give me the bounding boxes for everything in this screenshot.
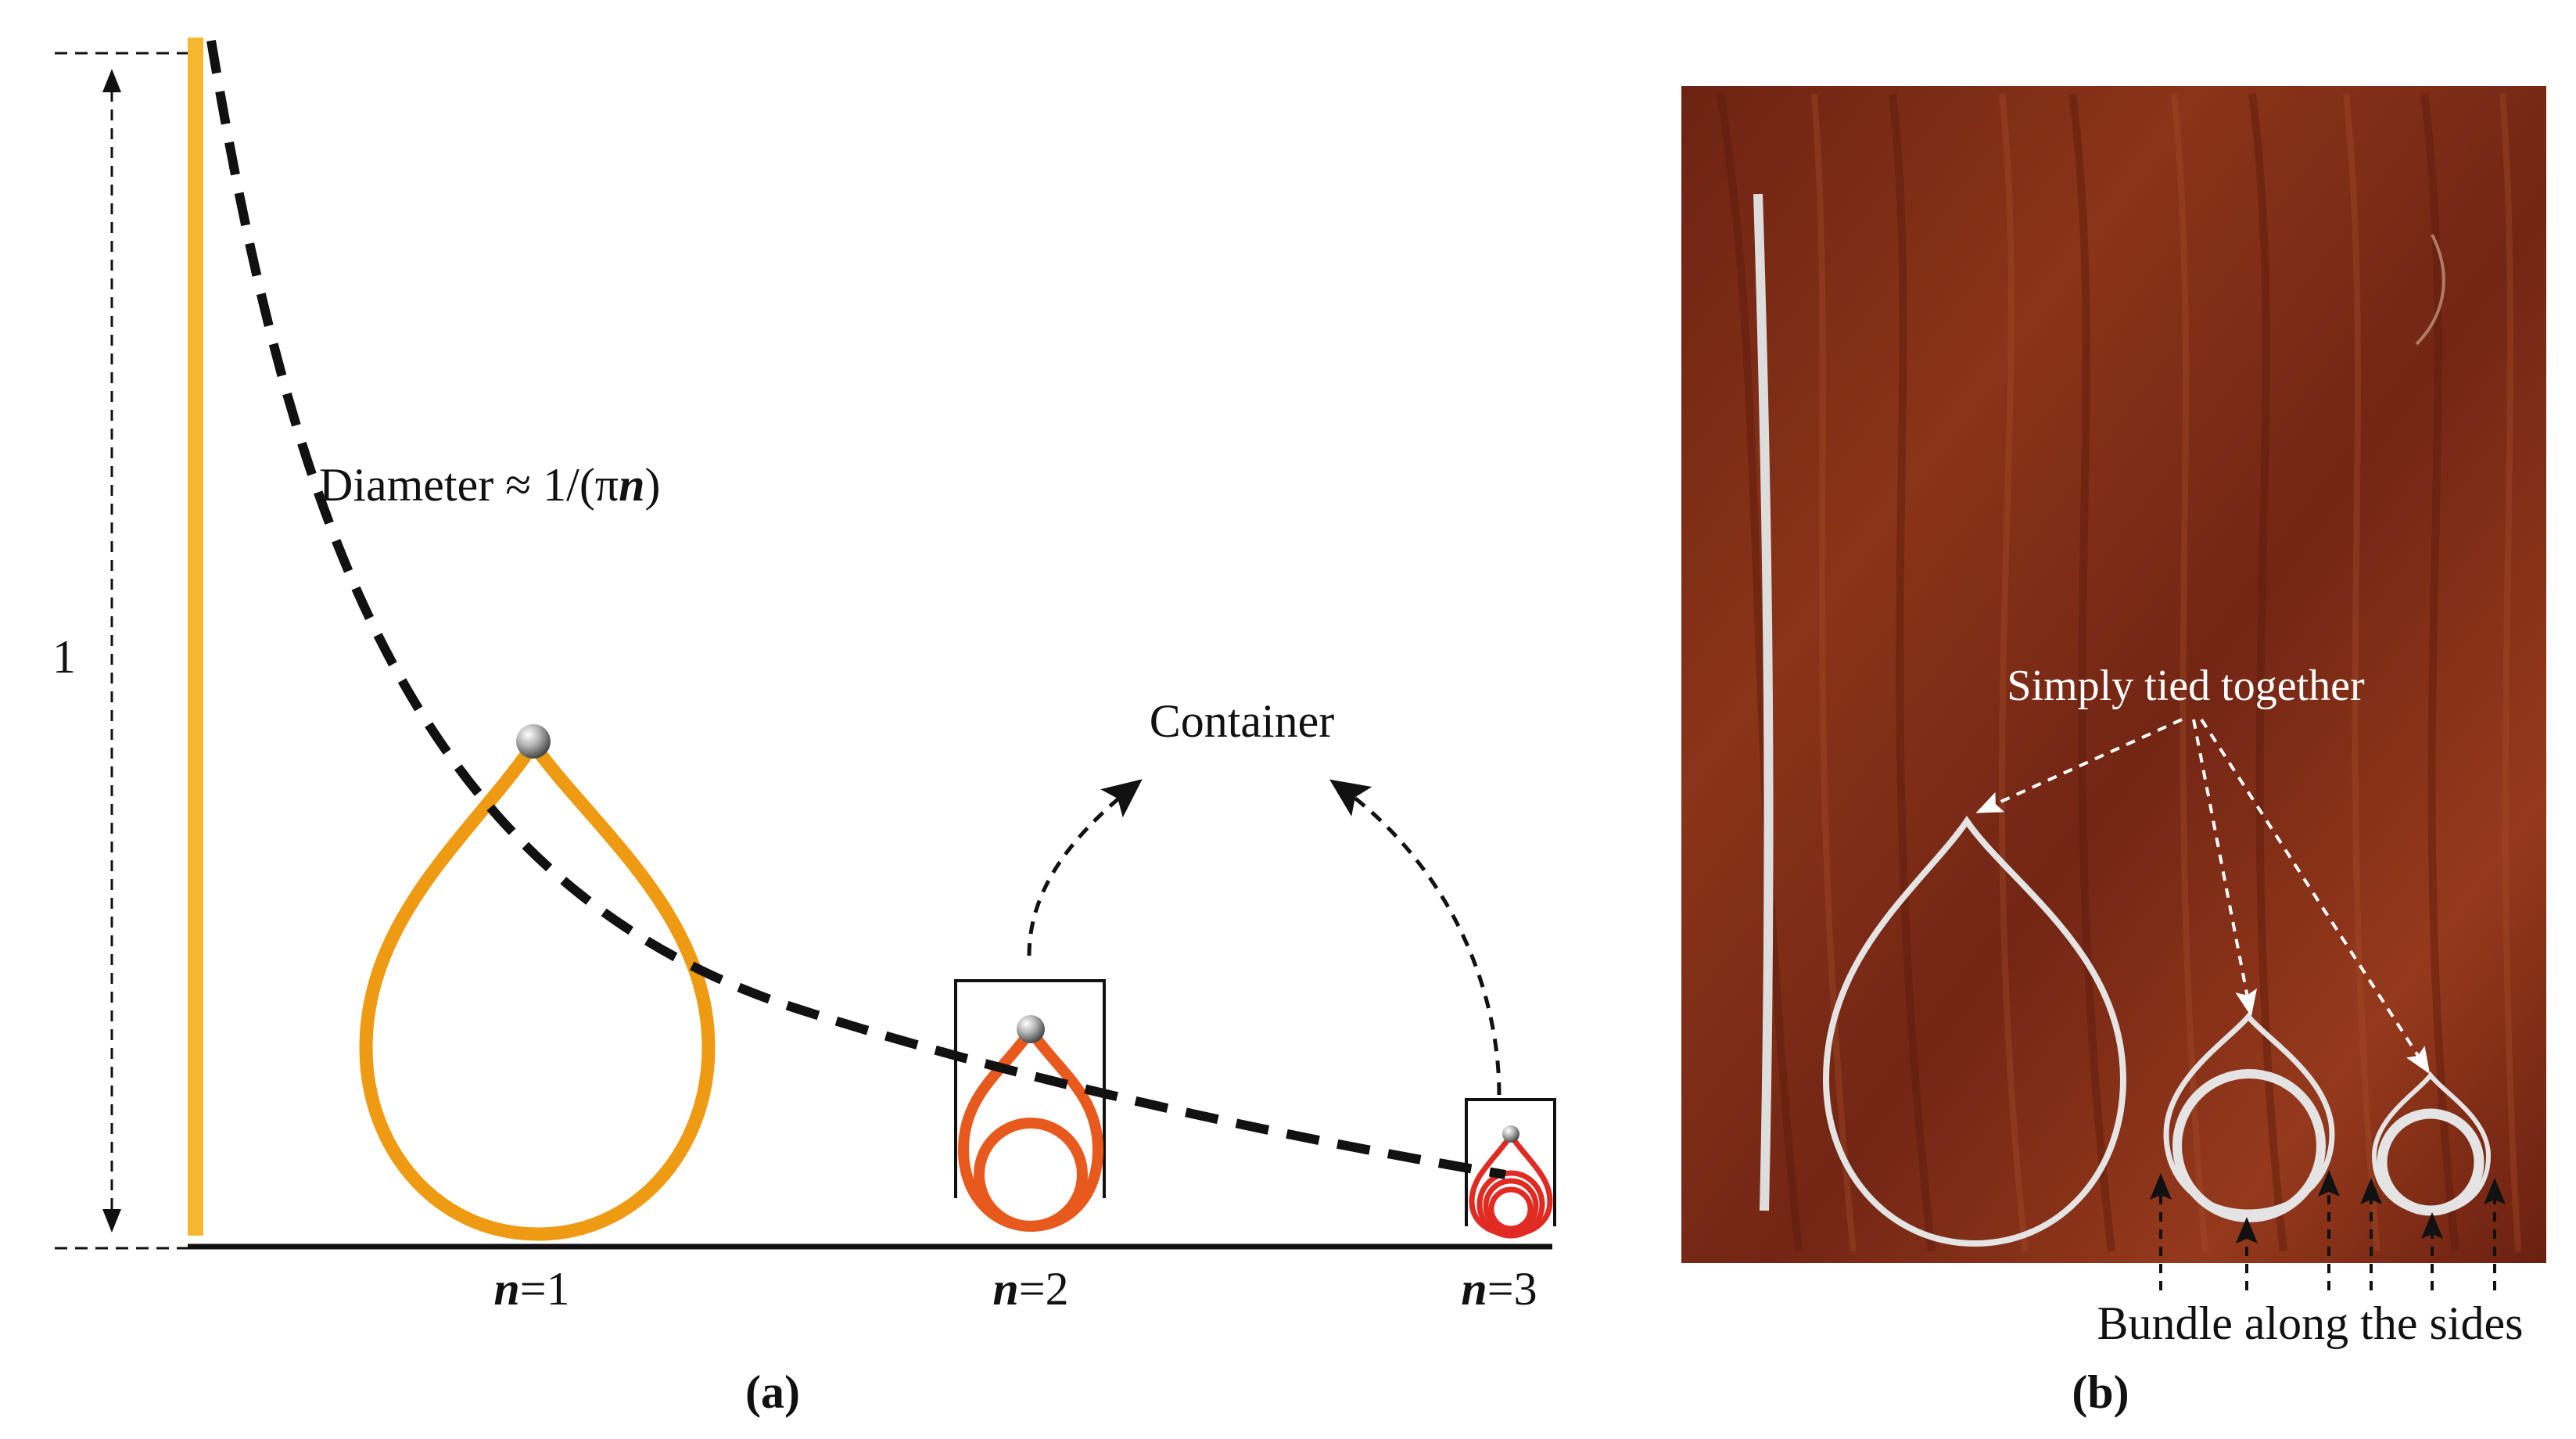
photo-loop-large	[1822, 815, 2127, 1247]
loop-n3	[1469, 1130, 1553, 1239]
height-arrow-down-icon	[102, 1209, 121, 1233]
diameter-trend-curve	[206, 40, 1507, 1179]
bundle-label: Bundle along the sides	[2097, 1297, 2524, 1349]
wood-grain	[1717, 93, 2459, 1252]
knot-n2	[1017, 1015, 1045, 1043]
tied-label: Simply tied together	[2007, 662, 2365, 710]
caption-b: (b)	[2072, 1366, 2129, 1418]
n3-label: n=3	[1461, 1263, 1537, 1315]
knot-n3	[1502, 1125, 1519, 1143]
panel-b: Simply tied together Bundle along the si…	[1681, 86, 2546, 1418]
loop-n1	[359, 737, 716, 1241]
bundle-arrows	[2150, 1170, 2506, 1290]
height-arrow-up-icon	[102, 69, 121, 92]
n1-label: n=1	[493, 1263, 569, 1315]
panel-a: 1 Diameter ≈ 1/(πn) Co	[52, 38, 1556, 1418]
height-label: 1	[52, 631, 76, 683]
diameter-formula: Diameter ≈ 1/(πn)	[319, 459, 660, 511]
tied-arrows	[1975, 718, 2431, 1075]
container-arrow-right	[1329, 779, 1501, 1096]
height-dimension: 1	[52, 52, 203, 1250]
knot-n1	[516, 724, 551, 759]
photo-straight-rod	[1753, 193, 1774, 1211]
container-arrow-left	[1027, 779, 1143, 956]
caption-a: (a)	[745, 1366, 800, 1418]
n2-label: n=2	[992, 1263, 1068, 1315]
straight-rod	[188, 38, 203, 1236]
photo: Simply tied together	[1681, 86, 2546, 1263]
container-n3	[1465, 1098, 1556, 1226]
fiber-strand	[2415, 234, 2445, 346]
container-label: Container	[1150, 695, 1335, 747]
loop-n2	[957, 1021, 1104, 1233]
